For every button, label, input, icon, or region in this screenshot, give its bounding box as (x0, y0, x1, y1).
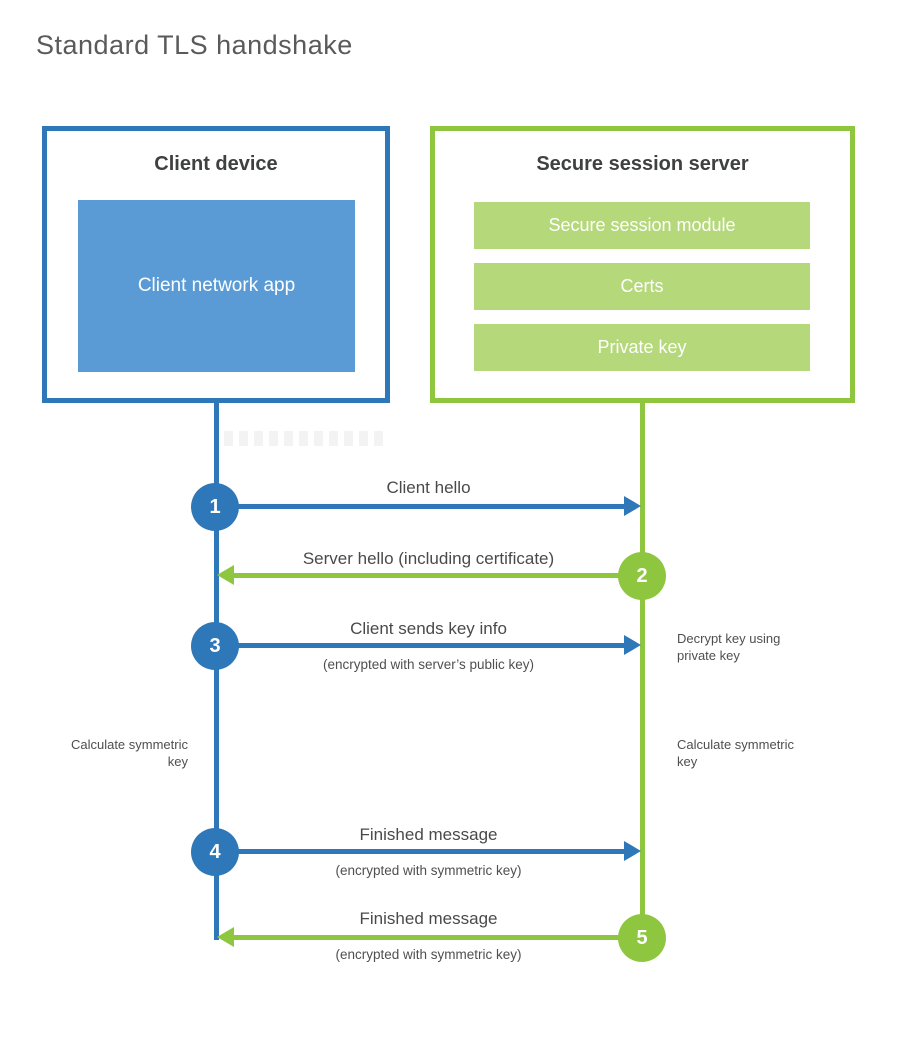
client-lifeline (214, 403, 219, 940)
note-calculate-symmetric-key-client: Calculate symmetric key (70, 737, 188, 769)
message-label-client-key-info: Client sends key info (350, 619, 507, 638)
step-badge-5: 5 (618, 914, 666, 962)
step-number: 4 (209, 840, 221, 863)
message-label-finished-client: Finished message (359, 825, 498, 844)
note-calculate-symmetric-key-server: Calculate symmetric key (677, 737, 795, 769)
note-decrypt-key: Decrypt key using private key (677, 631, 781, 663)
arrowhead-right-icon (624, 496, 641, 516)
client-network-app-box: Client network app (78, 200, 355, 372)
message-label-server-hello: Server hello (including certificate) (302, 549, 555, 568)
arrow-client-key-info (215, 643, 625, 648)
step-number: 3 (209, 634, 221, 657)
server-lifeline (640, 403, 645, 943)
message-sublabel-finished-server: (encrypted with symmetric key) (335, 947, 522, 962)
step-number: 2 (636, 564, 648, 587)
step-badge-1: 1 (191, 483, 239, 531)
page-title: Standard TLS handshake (36, 30, 353, 60)
arrowhead-right-icon (624, 841, 641, 861)
client-network-app-label: Client network app (137, 274, 296, 296)
step-number: 1 (209, 495, 221, 518)
arrow-finished-server (234, 935, 642, 940)
step-badge-3: 3 (191, 622, 239, 670)
arrowhead-right-icon (624, 635, 641, 655)
message-sublabel-finished-client: (encrypted with symmetric key) (335, 863, 522, 878)
secure-session-server-heading: Secure session server (536, 153, 749, 175)
arrow-finished-client (215, 849, 625, 854)
arrow-server-hello (234, 573, 642, 578)
message-label-client-hello: Client hello (386, 478, 471, 497)
arrowhead-left-icon (217, 565, 234, 585)
message-label-finished-server: Finished message (359, 909, 498, 928)
step-badge-4: 4 (191, 828, 239, 876)
step-badge-2: 2 (618, 552, 666, 600)
server-module-secure-session: Secure session module (474, 202, 810, 249)
step-number: 5 (636, 926, 648, 949)
arrow-client-hello (215, 504, 625, 509)
arrowhead-left-icon (217, 927, 234, 947)
faded-dashes-artifact (224, 431, 388, 446)
server-module-certs: Certs (474, 263, 810, 310)
message-sublabel-client-key-info: (encrypted with server’s public key) (322, 657, 535, 672)
server-module-private-key: Private key (474, 324, 810, 371)
client-device-heading: Client device (154, 153, 278, 175)
